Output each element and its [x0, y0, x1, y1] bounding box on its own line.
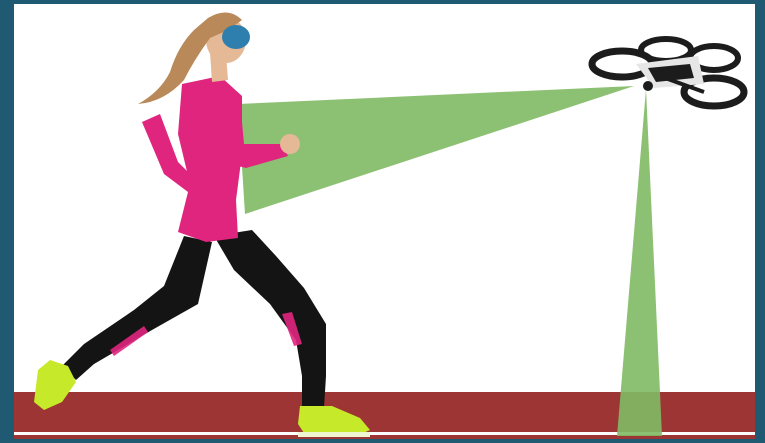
drone-rotor-back-left: [641, 39, 691, 61]
runner: [34, 12, 370, 437]
drone-vision-beams: [238, 86, 662, 436]
diagram-frame: [14, 4, 755, 439]
runner-blindfold: [222, 25, 250, 49]
beam-to-ground: [617, 89, 662, 436]
runner-drone-scene: [14, 4, 755, 439]
runner-shoe-sole: [298, 432, 370, 437]
drone-camera: [643, 81, 653, 91]
drone: [592, 39, 744, 106]
runner-front-leg: [214, 230, 326, 408]
runner-back-leg: [62, 236, 212, 380]
runner-hand: [280, 134, 300, 154]
